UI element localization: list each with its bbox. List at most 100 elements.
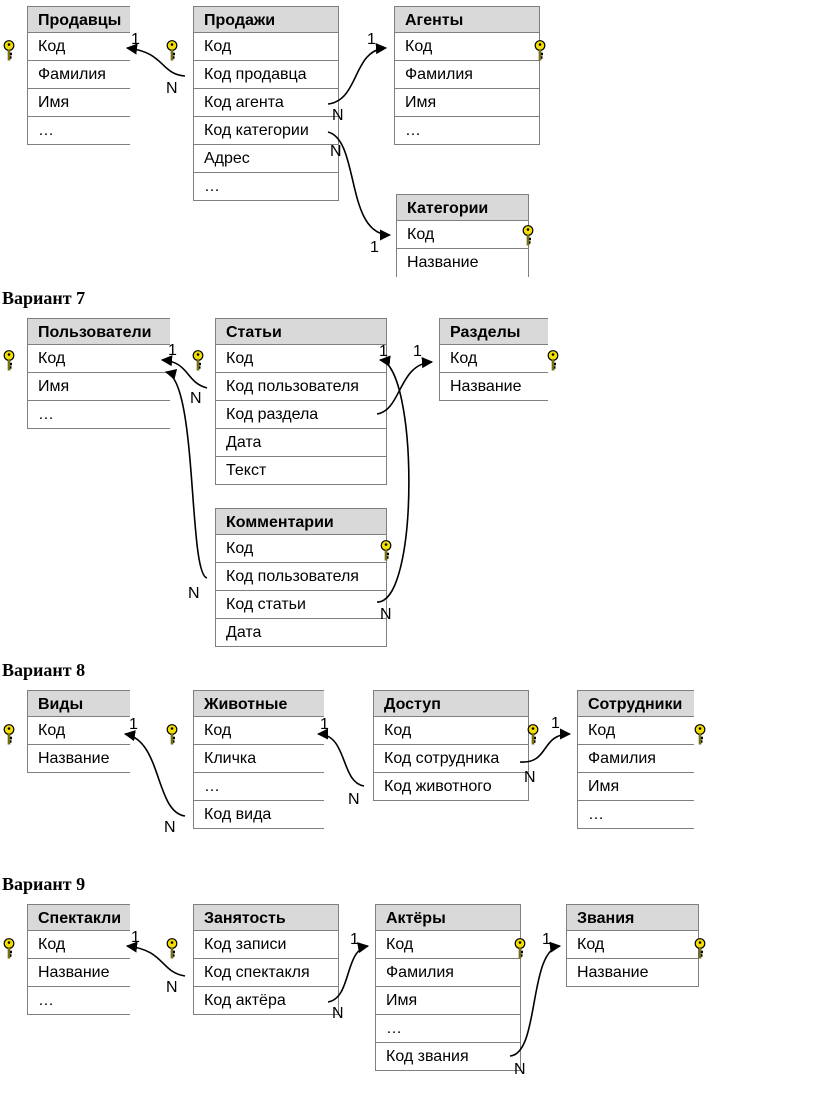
table-polzovateli: Пользователи Код Имя … [27, 318, 170, 429]
table-header: Разделы [439, 318, 548, 345]
cardinality-many: N [524, 769, 536, 786]
table-stati: Статьи Код Код пользователя Код раздела … [215, 318, 387, 485]
table-field: Код [27, 33, 130, 61]
cardinality-one: 1 [350, 931, 359, 948]
cardinality-many: N [332, 1005, 344, 1022]
primary-key-icon [3, 40, 15, 62]
table-field: … [577, 801, 694, 829]
cardinality-one: 1 [551, 715, 560, 732]
variant-heading: Вариант 8 [2, 660, 86, 680]
table-field: Код [27, 717, 130, 745]
primary-key-icon [192, 350, 204, 372]
cardinality-one: 1 [542, 931, 551, 948]
cardinality-many: N [348, 791, 360, 808]
table-zvaniya: Звания Код Название [566, 904, 699, 987]
table-field: Код спектакля [193, 959, 339, 987]
primary-key-icon [3, 938, 15, 960]
table-field: … [193, 773, 324, 801]
relation-line [519, 728, 572, 763]
table-zanyatost: Занятость Код записи Код спектакля Код а… [193, 904, 339, 1015]
table-field: Дата [215, 619, 387, 647]
table-field: Фамилия [394, 61, 540, 89]
cardinality-one: 1 [379, 343, 388, 360]
cardinality-many: N [164, 819, 176, 836]
table-field: Имя [375, 987, 521, 1015]
table-header: Статьи [215, 318, 387, 345]
table-header: Комментарии [215, 508, 387, 535]
cardinality-many: N [166, 979, 178, 996]
table-field: Название [27, 959, 130, 987]
cardinality-many: N [330, 143, 342, 160]
table-field: … [27, 987, 130, 1015]
table-field: Фамилия [27, 61, 130, 89]
relation-line [125, 941, 186, 977]
table-header: Категории [396, 194, 529, 221]
primary-key-icon [694, 938, 706, 960]
table-header: Продажи [193, 6, 339, 33]
table-prodazhi: Продажи Код Код продавца Код агента Код … [193, 6, 339, 201]
table-field: Код [27, 931, 130, 959]
table-field: Имя [394, 89, 540, 117]
cardinality-one: 1 [131, 929, 140, 946]
table-header: Занятость [193, 904, 339, 931]
table-header: Актёры [375, 904, 521, 931]
table-vidy: Виды Код Название [27, 690, 130, 773]
table-field: Код [577, 717, 694, 745]
cardinality-many: N [514, 1061, 526, 1078]
variant-heading: Вариант 7 [2, 288, 86, 308]
table-field: Название [27, 745, 130, 773]
primary-key-icon [534, 40, 546, 62]
table-zhivotnye: Животные Код Кличка … Код вида [193, 690, 324, 829]
cardinality-many: N [188, 585, 200, 602]
table-field: Код статьи [215, 591, 387, 619]
table-field: Код раздела [215, 401, 387, 429]
table-field: Код категории [193, 117, 339, 145]
table-aktery: Актёры Код Фамилия Имя … Код звания [375, 904, 521, 1071]
relation-line [327, 43, 388, 105]
table-header: Виды [27, 690, 130, 717]
table-field: Код сотрудника [373, 745, 529, 773]
table-field: … [394, 117, 540, 145]
cardinality-one: 1 [320, 716, 329, 733]
table-field: Имя [27, 373, 170, 401]
table-field: Код записи [193, 931, 339, 959]
primary-key-icon [3, 724, 15, 746]
primary-key-icon [514, 938, 526, 960]
primary-key-icon [694, 724, 706, 746]
table-field: … [27, 401, 170, 429]
cardinality-many: N [166, 80, 178, 97]
table-kategorii: Категории Код Название [396, 194, 529, 277]
table-agenty: Агенты Код Фамилия Имя … [394, 6, 540, 145]
table-field: Код вида [193, 801, 324, 829]
primary-key-icon [3, 350, 15, 372]
table-header: Сотрудники [577, 690, 694, 717]
table-field: Название [396, 249, 529, 277]
cardinality-many: N [332, 107, 344, 124]
table-field: … [375, 1015, 521, 1043]
table-field: Кличка [193, 745, 324, 773]
table-field: Имя [577, 773, 694, 801]
relation-line [164, 369, 208, 579]
primary-key-icon [547, 350, 559, 372]
primary-key-icon [527, 724, 539, 746]
table-header: Спектакли [27, 904, 130, 931]
table-field: Дата [215, 429, 387, 457]
table-field: Фамилия [577, 745, 694, 773]
table-field: Код звания [375, 1043, 521, 1071]
table-field: Код [193, 717, 324, 745]
relation-line [123, 730, 186, 817]
table-prodavtsy: Продавцы Код Фамилия Имя … [27, 6, 130, 145]
table-field: … [27, 117, 130, 145]
table-field: Код [439, 345, 548, 373]
table-field: Код животного [373, 773, 529, 801]
table-sotrudniki: Сотрудники Код Фамилия Имя … [577, 690, 694, 829]
relation-line [376, 357, 434, 415]
cardinality-one: 1 [370, 239, 379, 256]
table-field: Фамилия [375, 959, 521, 987]
cardinality-many: N [380, 606, 392, 623]
table-field: … [193, 173, 339, 201]
primary-key-icon [380, 540, 392, 562]
table-field: Текст [215, 457, 387, 485]
table-field: Код пользователя [215, 563, 387, 591]
